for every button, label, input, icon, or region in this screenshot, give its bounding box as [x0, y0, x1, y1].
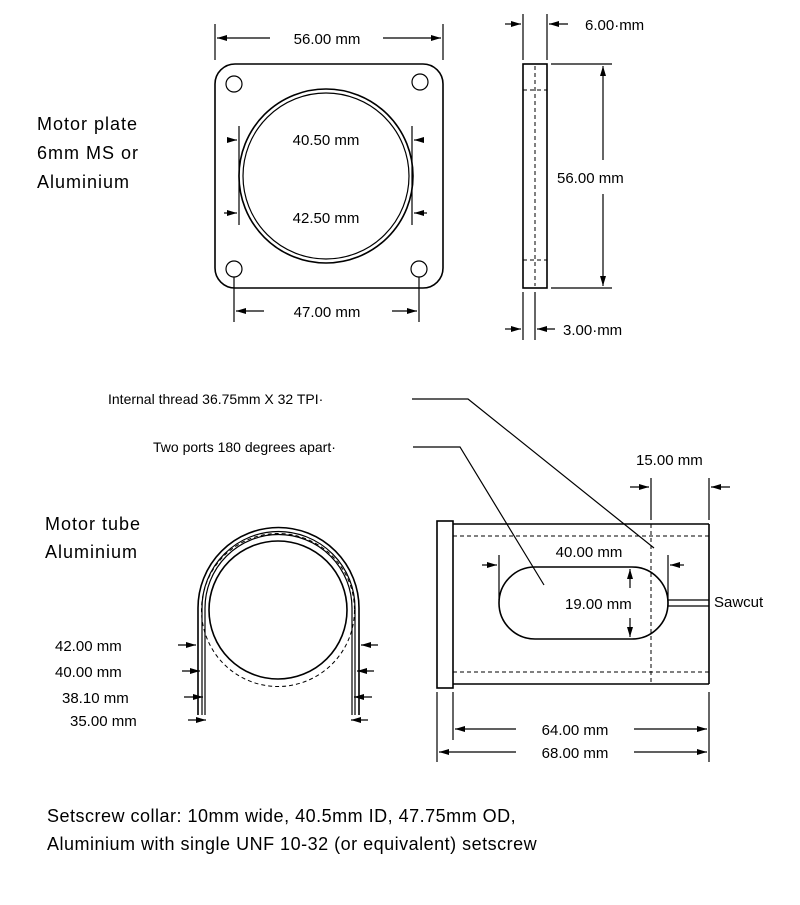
plate-outline	[214, 63, 444, 289]
motor-tube-end-view	[197, 526, 360, 715]
motor-plate-label: Motor plate 6mm MS or Aluminium	[37, 114, 145, 192]
tube-port-slot	[498, 566, 669, 640]
plate-recess-dimension: 3.00·mm	[505, 292, 622, 340]
tube-slot-length-label: 40.00 mm	[556, 544, 623, 561]
plate-recess-label: 3.00·mm	[563, 322, 622, 339]
tube-slot-width-label: 19.00 mm	[565, 596, 632, 613]
motor-tube-side-view	[436, 520, 710, 689]
tube-40-label: 40.00 mm	[55, 664, 122, 681]
tube-flange	[436, 520, 454, 689]
ports-leader	[413, 446, 545, 586]
mount-hole-top-right	[411, 73, 429, 91]
thread-note: Internal thread 36.75mm X 32 TPI·	[108, 391, 323, 407]
thread-leader	[412, 398, 655, 549]
plate-width-label: 56.00 mm	[294, 31, 361, 48]
plate-outer-diameter-label: 42.50 mm	[293, 210, 360, 227]
plate-inner-diameter-label: 40.50 mm	[293, 132, 360, 149]
bore-inner-circle	[242, 92, 410, 260]
tube-diameter-dimensions: 42.00 mm 40.00 mm 38.10 mm 35.00 mm	[55, 638, 378, 730]
setscrew-collar-note: Setscrew collar: 10mm wide, 40.5mm ID, 4…	[47, 806, 538, 854]
plate-thickness-label: 6.00·mm	[585, 17, 644, 34]
motor-plate-front-view	[214, 63, 444, 289]
tube-slot-width-dimension: 19.00 mm	[565, 569, 633, 637]
ports-note: Two ports 180 degrees apart·	[153, 439, 336, 455]
tube-length-dimensions: 64.00 mm 68.00 mm	[436, 692, 710, 762]
plate-side-outline	[522, 63, 548, 289]
bore-outer-circle	[238, 88, 414, 264]
plate-hole-spacing-label: 47.00 mm	[294, 304, 361, 321]
plate-width-dimension: 56.00 mm	[214, 24, 444, 60]
plate-bore-dimension: 40.50 mm 42.50 mm	[224, 126, 427, 227]
mount-hole-bottom-right	[410, 260, 428, 278]
plate-height-dimension: 56.00 mm	[551, 63, 624, 289]
tube-id-label: 35.00 mm	[70, 713, 137, 730]
mount-hole-bottom-left	[225, 260, 243, 278]
plate-hole-spacing-dimension: 47.00 mm	[233, 277, 420, 322]
tube-length-inner-label: 64.00 mm	[542, 722, 609, 739]
motor-plate-side-view	[522, 63, 548, 289]
tube-thread-label: 38.10 mm	[62, 690, 129, 707]
plate-thickness-dimension: 6.00·mm	[505, 14, 644, 60]
tube-od-label: 42.00 mm	[55, 638, 122, 655]
sawcut-label: Sawcut	[714, 594, 764, 611]
tube-thread-length-dimension: 15.00 mm	[630, 452, 730, 520]
motor-tube-label: Motor tube Aluminium	[45, 514, 147, 562]
mount-hole-top-left	[225, 75, 243, 93]
plate-height-label: 56.00 mm	[557, 170, 624, 187]
tube-thread-length-label: 15.00 mm	[636, 452, 703, 469]
tube-length-total-label: 68.00 mm	[542, 745, 609, 762]
tube-slot-length-dimension: 40.00 mm	[482, 544, 684, 600]
